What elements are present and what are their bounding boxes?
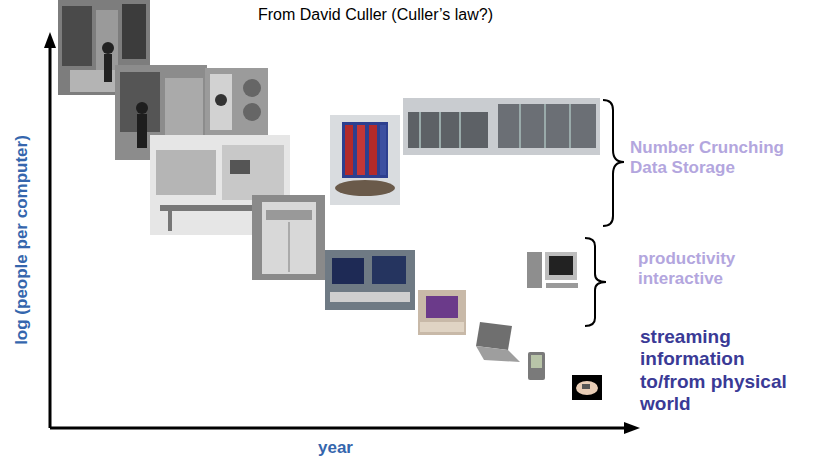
x-axis xyxy=(50,427,628,430)
personal-computer-photo xyxy=(418,290,466,335)
group-label: productivity interactive xyxy=(638,249,778,289)
x-axis-label: year xyxy=(318,438,353,458)
group-label: Number Crunching Data Storage xyxy=(630,138,795,178)
curly-bracket xyxy=(603,100,624,226)
desktop-pc-photo xyxy=(527,252,578,288)
chart-title: From David Culler (Culler’s law?) xyxy=(258,6,493,25)
workstation-photo xyxy=(325,250,415,310)
axes xyxy=(44,32,640,434)
curly-bracket xyxy=(585,238,606,326)
y-axis-label: log (people per computer) xyxy=(12,135,32,345)
minicomputer-photo xyxy=(252,195,325,280)
pda-photo xyxy=(528,352,545,380)
x-axis-arrowhead xyxy=(624,422,640,434)
tape-drive-photo xyxy=(205,68,268,135)
cray-supercomputer-photo xyxy=(330,115,400,205)
cluster-cabinets-photo xyxy=(403,98,600,155)
sensor-mote-photo xyxy=(572,375,602,400)
y-axis xyxy=(49,42,52,428)
group-label: streaming information to/from physical w… xyxy=(640,326,815,416)
y-axis-arrowhead xyxy=(44,32,56,48)
laptop-photo xyxy=(476,322,520,362)
